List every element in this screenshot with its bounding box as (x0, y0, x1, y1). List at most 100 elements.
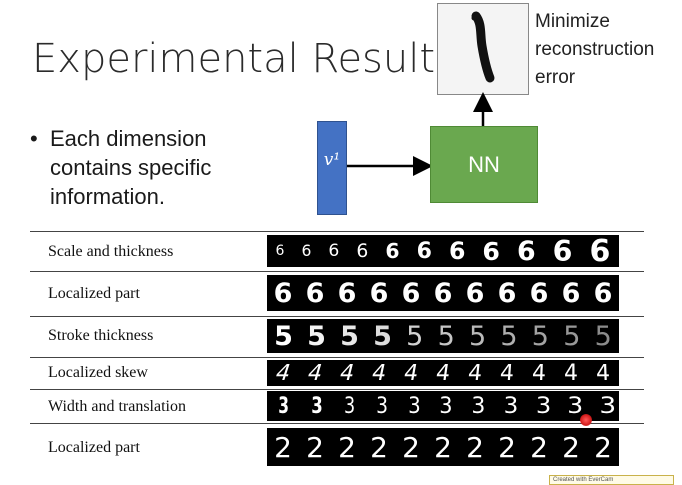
digit-sample: 2 (402, 430, 420, 464)
digit-sample: 6 (369, 277, 389, 309)
table-divider (30, 231, 644, 232)
digit-sample: 2 (498, 430, 516, 464)
slide-title: Experimental Results (32, 36, 456, 82)
digit-sample: 2 (370, 430, 388, 464)
digit-sample: 4 (304, 360, 326, 386)
digit-sample: 5 (563, 320, 581, 352)
digit-sample: 6 (482, 236, 500, 266)
digit-sample: 6 (497, 277, 517, 309)
recorder-watermark: Created with EverCam (549, 475, 674, 485)
digit-sample: 2 (466, 430, 484, 464)
digit-sample: 6 (273, 277, 293, 309)
digit-sample: 6 (275, 243, 285, 259)
digit-sample: 3 (535, 393, 551, 419)
digit-sample: 2 (274, 430, 292, 464)
digit-sample: 4 (401, 360, 421, 386)
digit-sample: 3 (439, 393, 453, 419)
digit-sample: 6 (305, 277, 325, 309)
digit-sample: 3 (311, 393, 323, 419)
reconstructed-digit-image (437, 3, 529, 95)
digit-sample: 6 (301, 242, 312, 260)
row-label: Stroke thickness (48, 327, 154, 344)
digit-sample: 4 (271, 360, 295, 386)
digit-sample: 6 (356, 240, 369, 262)
digit-sample: 6 (529, 277, 549, 309)
digit-sample: 6 (516, 235, 536, 267)
digit-sample: 4 (336, 360, 358, 386)
digit-sample: 2 (338, 430, 356, 464)
digit-sample: 5 (406, 320, 424, 352)
digit-sample: 2 (530, 430, 548, 464)
digit-sample: 5 (531, 320, 549, 352)
output-annotation: Minimize reconstruction error (535, 11, 655, 88)
table-divider (30, 316, 644, 317)
digit-sample: 5 (594, 320, 612, 352)
digit-sample: 6 (552, 235, 573, 267)
table-divider (30, 271, 644, 272)
digit-sample: 4 (564, 360, 578, 386)
digit-sample: 3 (375, 393, 388, 419)
digit-sample: 3 (344, 393, 356, 419)
table-divider (30, 389, 644, 390)
latent-vector-label: v¹ (323, 150, 341, 170)
digit-sample: 3 (407, 393, 421, 419)
bullet-marker: • (30, 126, 38, 151)
digit-one-stroke-icon (471, 11, 495, 83)
row-label: Localized part (48, 439, 140, 456)
digit-sample: 3 (471, 393, 486, 419)
digit-sample: 3 (503, 393, 519, 419)
digit-sample: 2 (306, 430, 324, 464)
neural-network-box: NN (430, 126, 538, 203)
table-divider (30, 423, 644, 424)
row-label: Localized skew (48, 364, 148, 381)
pointer-dot (580, 414, 592, 426)
digit-sample: 6 (561, 277, 581, 309)
digit-sample: 6 (416, 238, 432, 264)
digit-sample: 2 (434, 430, 452, 464)
digit-sample: 4 (434, 360, 452, 386)
digit-sample: 6 (448, 237, 466, 265)
digit-sample: 5 (437, 320, 455, 352)
digit-sample: 5 (468, 320, 487, 352)
bullet-text: Each dimension contains specific informa… (50, 126, 212, 209)
digit-sample: 6 (401, 277, 421, 309)
digit-sample: 5 (500, 320, 518, 352)
digit-sample: 4 (531, 360, 547, 386)
digit-sample: 3 (278, 393, 289, 419)
digit-sample: 2 (562, 430, 580, 464)
digit-sample: 4 (466, 360, 484, 386)
row-label: Scale and thickness (48, 243, 174, 260)
digit-sample: 6 (465, 277, 485, 309)
digit-sample: 2 (594, 430, 612, 464)
digit-sample: 6 (328, 241, 340, 261)
digit-sample: 6 (337, 277, 357, 309)
digit-sample: 3 (567, 393, 584, 419)
digit-sample: 5 (340, 320, 359, 352)
digit-sample: 6 (593, 277, 613, 309)
digit-sample: 4 (595, 360, 611, 386)
digit-sample: 5 (274, 320, 293, 352)
table-divider (30, 357, 644, 358)
digit-sample: 5 (373, 320, 392, 352)
digit-sample: 4 (369, 360, 389, 386)
digit-sample: 5 (307, 320, 326, 352)
latent-vector-box (317, 121, 347, 215)
digit-sample: 3 (599, 393, 617, 419)
digit-sample: 6 (589, 235, 611, 267)
row-label: Width and translation (48, 398, 186, 415)
digit-sample: 4 (499, 360, 515, 386)
